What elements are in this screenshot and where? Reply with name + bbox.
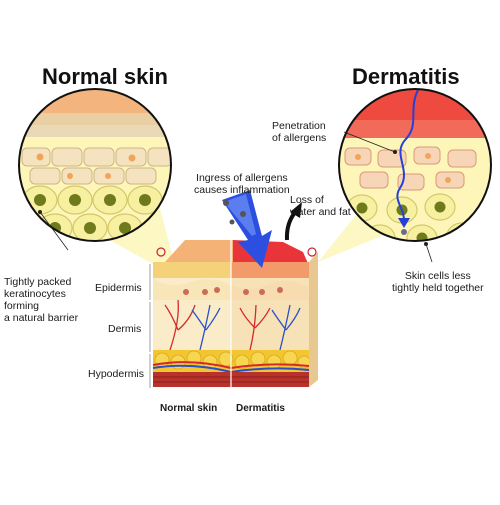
allergen-ingress-arrow <box>222 190 272 268</box>
allergen-penetration-path <box>396 89 419 223</box>
label-hypodermis: Hypodermis <box>88 368 145 380</box>
label-skin-cells-less: Skin cells less tightly held together <box>392 270 484 295</box>
label-tightly-packed: Tightly packed keratinocytes forming a n… <box>4 276 79 325</box>
label-epidermis: Epidermis <box>95 282 142 294</box>
label-penetration: Penetration of allergens <box>272 120 327 145</box>
normal-skin-magnified-circle <box>19 89 171 241</box>
leader-lines <box>39 131 433 263</box>
label-water-loss: Loss of water and fat <box>290 194 351 219</box>
label-ingress: Ingress of allergens causes inflammation <box>194 172 290 197</box>
normal-skin-circle-border <box>18 88 172 242</box>
label-dermis: Dermis <box>108 323 142 335</box>
bottom-label-normal: Normal skin <box>160 403 218 414</box>
title-normal-skin: Normal skin <box>42 64 168 89</box>
skin-cross-section-cube <box>152 240 318 387</box>
title-dermatitis: Dermatitis <box>352 64 460 89</box>
water-loss-arrow <box>284 202 302 241</box>
dermatitis-circle-border <box>338 88 492 242</box>
bottom-label-dermatitis: Dermatitis <box>236 403 285 414</box>
